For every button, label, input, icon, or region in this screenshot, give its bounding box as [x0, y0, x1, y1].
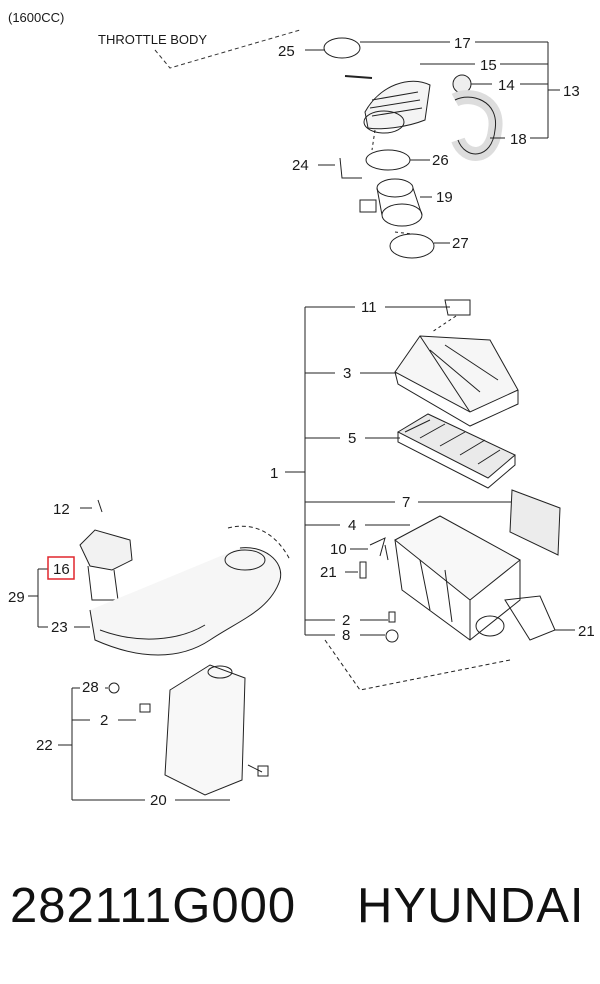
- callout-29: 29: [8, 589, 25, 606]
- callout-2-resonator: 2: [100, 712, 108, 729]
- callout-2-case: 2: [342, 612, 350, 629]
- callout-27: 27: [452, 235, 469, 252]
- callout-3: 3: [343, 365, 351, 382]
- callout-28: 28: [82, 679, 99, 696]
- callout-17: 17: [454, 35, 471, 52]
- callout-22: 22: [36, 737, 53, 754]
- callout-23: 23: [51, 619, 68, 636]
- callout-20: 20: [150, 792, 167, 809]
- callout-1: 1: [270, 465, 278, 482]
- throttle-body-label: THROTTLE BODY: [98, 32, 207, 47]
- callout-19: 19: [436, 189, 453, 206]
- callout-13: 13: [563, 83, 580, 100]
- callout-7: 7: [402, 494, 410, 511]
- callout-8: 8: [342, 627, 350, 644]
- callout-14: 14: [498, 77, 515, 94]
- callout-24: 24: [292, 157, 309, 174]
- callout-25: 25: [278, 43, 295, 60]
- caption-bar: 282111G000 HYUNDAI: [0, 878, 600, 948]
- callout-26: 26: [432, 152, 449, 169]
- exploded-parts-diagram: (1600CC) THROTTLE BODY: [8, 10, 595, 809]
- callout-12: 12: [53, 501, 70, 518]
- callout-16-highlighted: 16: [53, 561, 70, 578]
- callout-21-right: 21: [578, 623, 595, 640]
- callout-11: 11: [361, 299, 377, 316]
- callout-18: 18: [510, 131, 527, 148]
- brand-name: HYUNDAI: [357, 879, 585, 933]
- callout-21-left: 21: [320, 564, 337, 581]
- part-number: 282111G000: [10, 879, 297, 933]
- engine-note: (1600CC): [8, 10, 64, 25]
- callout-5: 5: [348, 430, 356, 447]
- callout-4: 4: [348, 517, 356, 534]
- highlight-box: [47, 556, 75, 580]
- callout-10: 10: [330, 541, 347, 558]
- callout-15: 15: [480, 57, 497, 74]
